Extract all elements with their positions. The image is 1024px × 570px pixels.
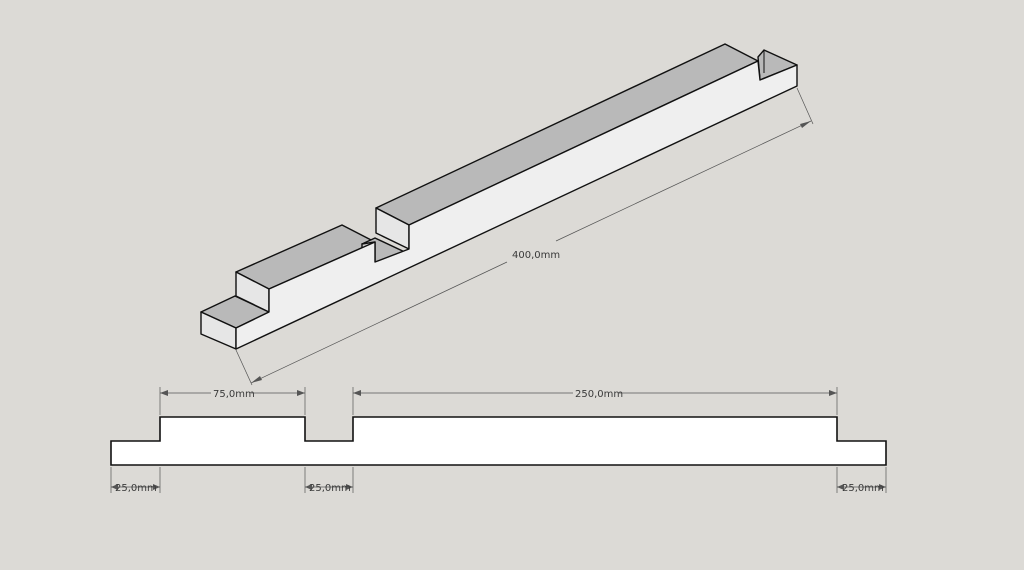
dimension-label-overall: 400,0mm (512, 250, 560, 261)
dimension-label-25-middle: 25,0mm (309, 483, 351, 494)
front-face (235, 60, 798, 350)
dimension-notch-middle[interactable]: 25,0mm (304, 467, 354, 494)
dimension-step-right[interactable]: 25,0mm (836, 467, 887, 494)
dimension-label-250: 250,0mm (575, 389, 623, 400)
isometric-part[interactable]: 400,0mm (200, 43, 814, 386)
elevation-profile[interactable]: 75,0mm 250,0mm 25,0mm 25,0m (110, 387, 887, 494)
profile-outline (110, 416, 887, 466)
dimension-step-left[interactable]: 25,0mm (110, 467, 161, 494)
dimension-label-75: 75,0mm (213, 389, 255, 400)
dimension-raised-right[interactable]: 250,0mm (352, 387, 838, 415)
right-raised-top-face (375, 43, 759, 226)
dimension-overall-length[interactable]: 400,0mm (235, 87, 814, 386)
dimension-label-25-right: 25,0mm (842, 483, 884, 494)
dimension-raised-left[interactable]: 75,0mm (159, 387, 306, 415)
dimension-label-25-left: 25,0mm (115, 483, 157, 494)
